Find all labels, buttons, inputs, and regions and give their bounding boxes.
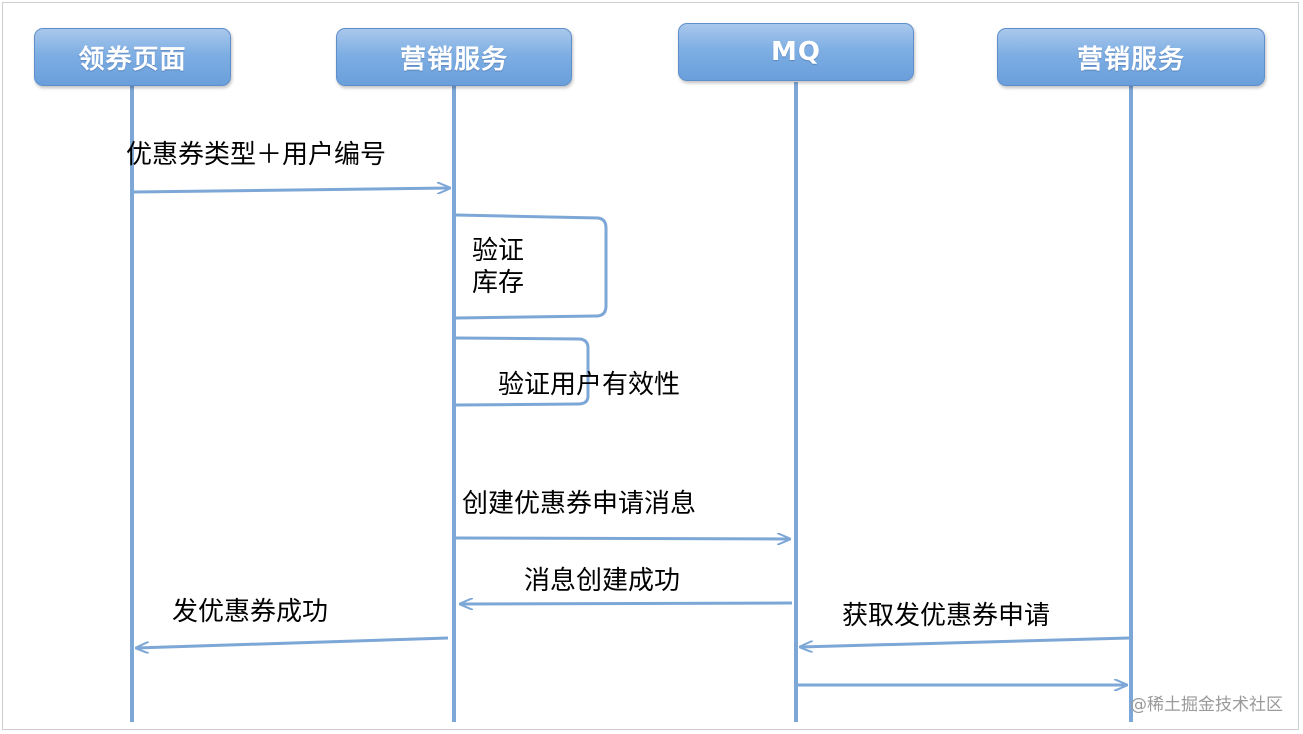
actor-mq: MQ [678,23,914,81]
self-loop-check-user [455,336,590,407]
arrow-coupon-sent [136,636,449,648]
label-coupon-sent: 发优惠券成功 [172,597,329,627]
actor-coupon-page: 领券页面 [34,28,231,86]
label-check-stock-line1: 验证 [472,236,525,266]
arrow-fetch-request [800,636,1130,647]
arrow-coupon-request [133,188,450,192]
arrow-create-message [455,538,790,539]
actor-marketing-service: 营销服务 [336,28,572,86]
label-coupon-request: 优惠券类型＋用户编号 [126,140,387,170]
self-loop-check-stock [455,213,608,320]
label-fetch-request: 获取发优惠券申请 [842,601,1051,631]
label-create-message: 创建优惠券申请消息 [462,489,697,519]
label-check-user: 验证用户有效性 [498,370,681,400]
actor-marketing-service-2: 营销服务 [997,28,1265,86]
label-message-created: 消息创建成功 [524,566,681,596]
watermark: @稀土掘金技术社区 [1130,695,1283,715]
label-check-stock-line2: 库存 [472,268,525,298]
arrow-message-created [460,603,793,604]
